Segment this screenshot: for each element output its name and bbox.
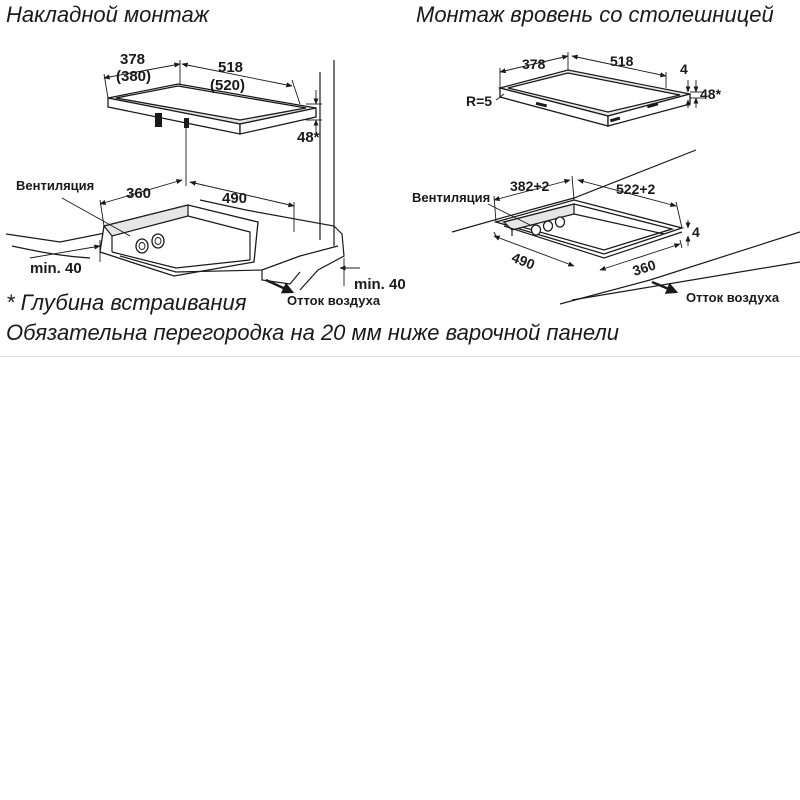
surface-mount-title: Накладной монтаж — [6, 2, 210, 27]
flush-dim-518: 518 — [610, 53, 634, 69]
surface-countertop — [5, 199, 345, 291]
flush-air-out-label: Отток воздуха — [686, 290, 780, 305]
flush-dim-4-bottom: 4 — [692, 224, 700, 240]
surface-dim-380: (380) — [116, 68, 151, 85]
flush-countertop — [451, 149, 800, 305]
air-out-arrow-icon — [265, 278, 295, 294]
section-divider — [0, 356, 800, 357]
surface-dim-48: 48* — [297, 129, 320, 146]
surface-dim-518: 518 — [218, 59, 243, 76]
surface-ventilation-label: Вентиляция — [16, 178, 94, 193]
surface-dim-490: 490 — [222, 190, 247, 207]
flush-dim-378: 378 — [522, 56, 546, 72]
flush-radius: R=5 — [466, 93, 492, 109]
surface-cooktop — [107, 83, 317, 135]
depth-note: * Глубина встраивания — [6, 290, 247, 315]
flush-dim-522: 522+2 — [616, 181, 656, 197]
flush-dim-490: 490 — [510, 249, 538, 273]
flush-dim-382: 382+2 — [510, 178, 550, 194]
surface-min-right: min. 40 — [354, 276, 406, 293]
surface-dim-360: 360 — [126, 185, 151, 202]
flush-mount-title: Монтаж вровень со столешницей — [416, 2, 774, 27]
surface-air-out-label: Отток воздуха — [287, 293, 381, 308]
surface-min-left: min. 40 — [30, 260, 82, 277]
flush-dim-360: 360 — [631, 256, 658, 279]
installation-diagram: Накладной монтаж Монтаж вровень со столе… — [5, 2, 800, 345]
flush-ventilation-label: Вентиляция — [412, 190, 490, 205]
surface-mount-drawing: 378 (380) 518 (520) 48* Вентиляция 360 4… — [5, 51, 406, 308]
partition-note: Обязательна перегородка на 20 мм ниже ва… — [6, 320, 619, 345]
flush-dim-4-top: 4 — [680, 61, 688, 77]
surface-dim-378: 378 — [120, 51, 145, 68]
flush-dim-48: 48* — [700, 86, 722, 102]
flush-cooktop — [497, 69, 691, 127]
air-out-arrow-icon — [651, 280, 679, 294]
surface-dim-520: (520) — [210, 77, 245, 94]
flush-mount-drawing: 378 518 4 48* R=5 — [412, 52, 800, 305]
